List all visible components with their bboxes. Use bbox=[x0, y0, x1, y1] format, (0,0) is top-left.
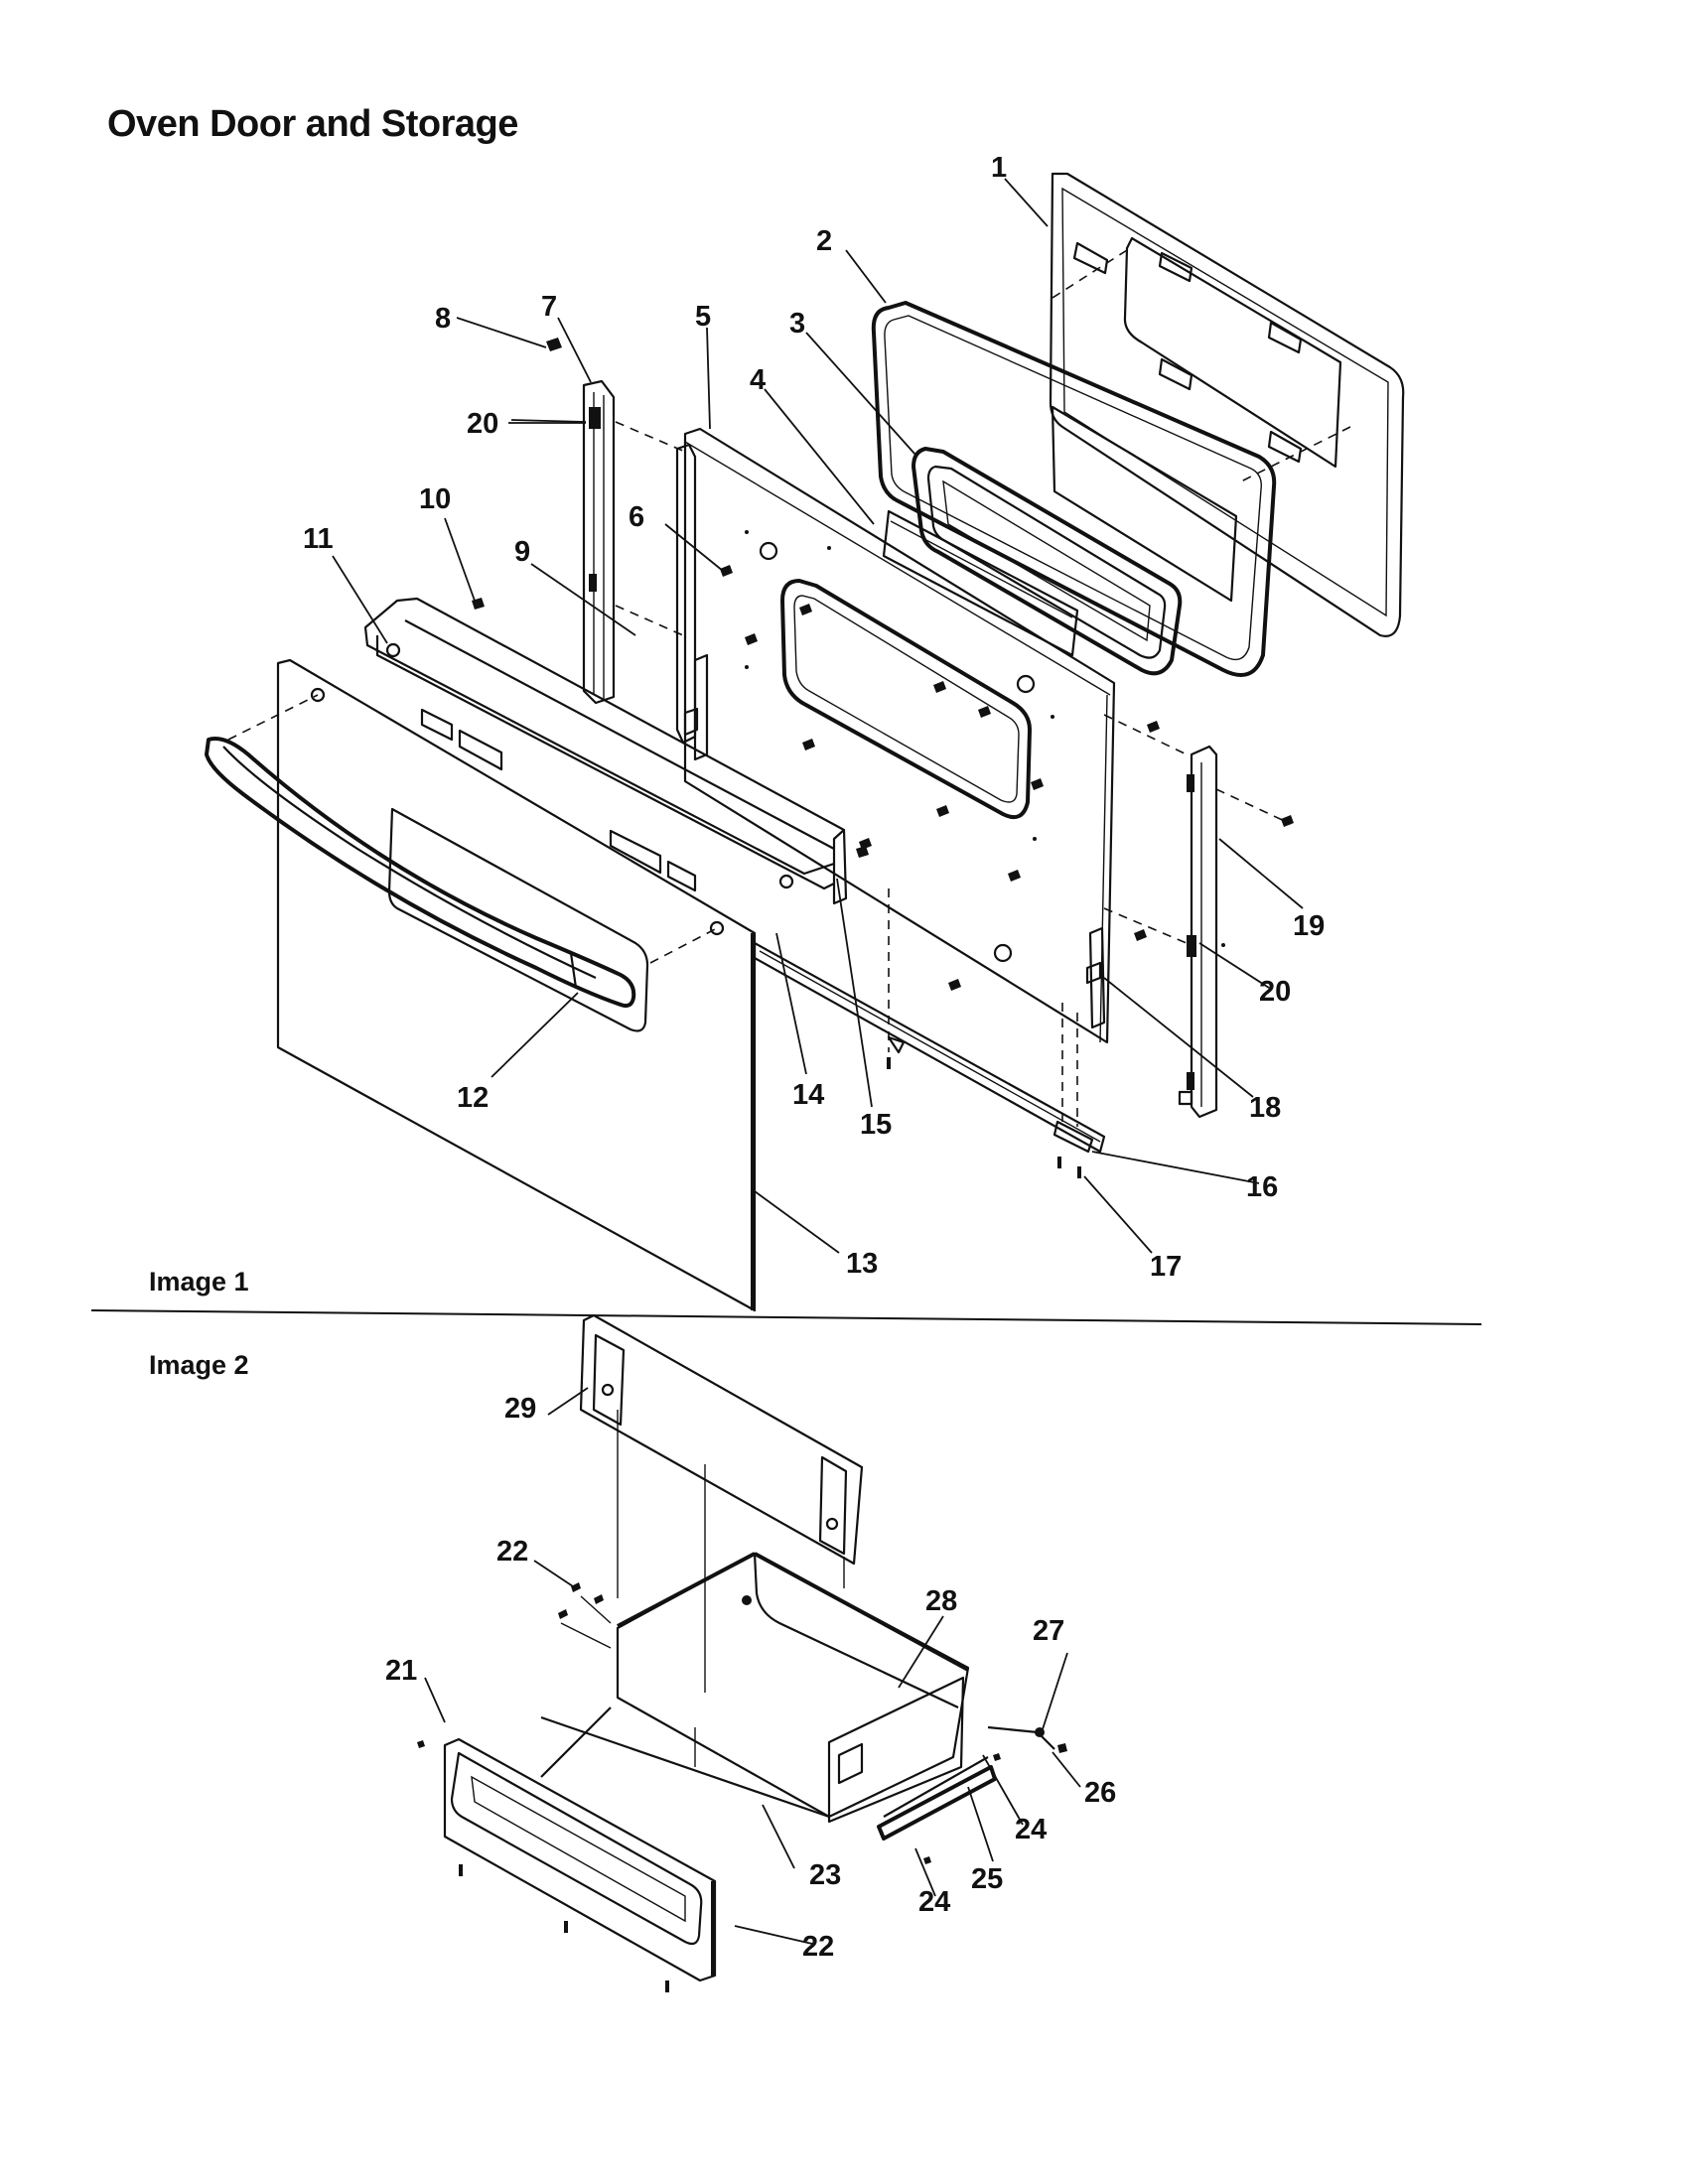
part-2-door-gasket bbox=[871, 301, 1277, 677]
callout-29: 29 bbox=[504, 1393, 536, 1425]
callout-23: 23 bbox=[809, 1859, 841, 1891]
callout-21: 21 bbox=[385, 1655, 417, 1687]
drawer-body bbox=[540, 1552, 970, 1824]
callout-3: 3 bbox=[789, 308, 805, 340]
part-7-left-hinge bbox=[546, 338, 616, 705]
image-1-label: Image 1 bbox=[149, 1267, 249, 1297]
callout-12: 12 bbox=[457, 1082, 489, 1114]
callout-8: 8 bbox=[435, 303, 451, 335]
callout-16: 16 bbox=[1246, 1171, 1278, 1203]
callout-17: 17 bbox=[1150, 1251, 1182, 1283]
callout-13: 13 bbox=[846, 1248, 878, 1280]
part-16-bottom-trim bbox=[753, 941, 1106, 1178]
callout-9: 9 bbox=[514, 536, 530, 568]
section-divider bbox=[90, 1309, 1482, 1325]
callout-22-bottom: 22 bbox=[802, 1931, 834, 1963]
callout-5: 5 bbox=[695, 301, 711, 333]
part-26-27-fastener bbox=[987, 1725, 1067, 1753]
callout-4: 4 bbox=[750, 364, 766, 396]
callout-20-right: 20 bbox=[1259, 976, 1291, 1008]
part-13-outer-door-panel bbox=[227, 658, 757, 1312]
image-2-label: Image 2 bbox=[149, 1350, 249, 1380]
callout-20-left: 20 bbox=[467, 408, 498, 440]
part-4-glass-panel bbox=[882, 509, 1079, 657]
callout-7: 7 bbox=[541, 291, 557, 323]
callout-25: 25 bbox=[971, 1863, 1003, 1895]
image-1-leader-lines bbox=[332, 178, 1304, 1254]
callout-19: 19 bbox=[1293, 910, 1325, 942]
callout-2: 2 bbox=[816, 225, 832, 257]
part-11-door-top-trim bbox=[363, 597, 869, 905]
part-1-inner-door-liner bbox=[1049, 172, 1405, 637]
callout-18: 18 bbox=[1249, 1092, 1281, 1124]
callout-15: 15 bbox=[860, 1109, 892, 1141]
callout-26: 26 bbox=[1084, 1777, 1116, 1809]
callout-24-bottom: 24 bbox=[918, 1886, 950, 1918]
callout-labels: 1 2 3 4 5 6 7 8 9 10 11 12 13 14 15 16 1… bbox=[303, 152, 1325, 1963]
part-3-window-frame bbox=[912, 447, 1183, 676]
callout-28: 28 bbox=[925, 1585, 957, 1617]
part-9-hinge-bracket bbox=[615, 421, 709, 761]
part-25-drawer-slide bbox=[877, 1753, 1001, 1864]
callout-27: 27 bbox=[1033, 1615, 1064, 1647]
callout-6: 6 bbox=[629, 501, 644, 533]
part-12-door-handle bbox=[205, 737, 636, 1009]
callout-14: 14 bbox=[792, 1079, 824, 1111]
part-29-drawer-back bbox=[579, 1313, 864, 1693]
image-2-leader-lines bbox=[424, 1387, 1081, 1945]
callout-24-right: 24 bbox=[1015, 1814, 1047, 1845]
page-title: Oven Door and Storage bbox=[107, 103, 518, 145]
callout-22-top: 22 bbox=[496, 1536, 528, 1568]
callout-1: 1 bbox=[991, 152, 1007, 184]
part-19-right-hinge bbox=[1103, 714, 1292, 1119]
callout-10: 10 bbox=[419, 483, 451, 515]
callout-11: 11 bbox=[303, 523, 334, 555]
part-21-drawer-front bbox=[417, 1737, 717, 1992]
screw-fasteners bbox=[720, 530, 1294, 991]
